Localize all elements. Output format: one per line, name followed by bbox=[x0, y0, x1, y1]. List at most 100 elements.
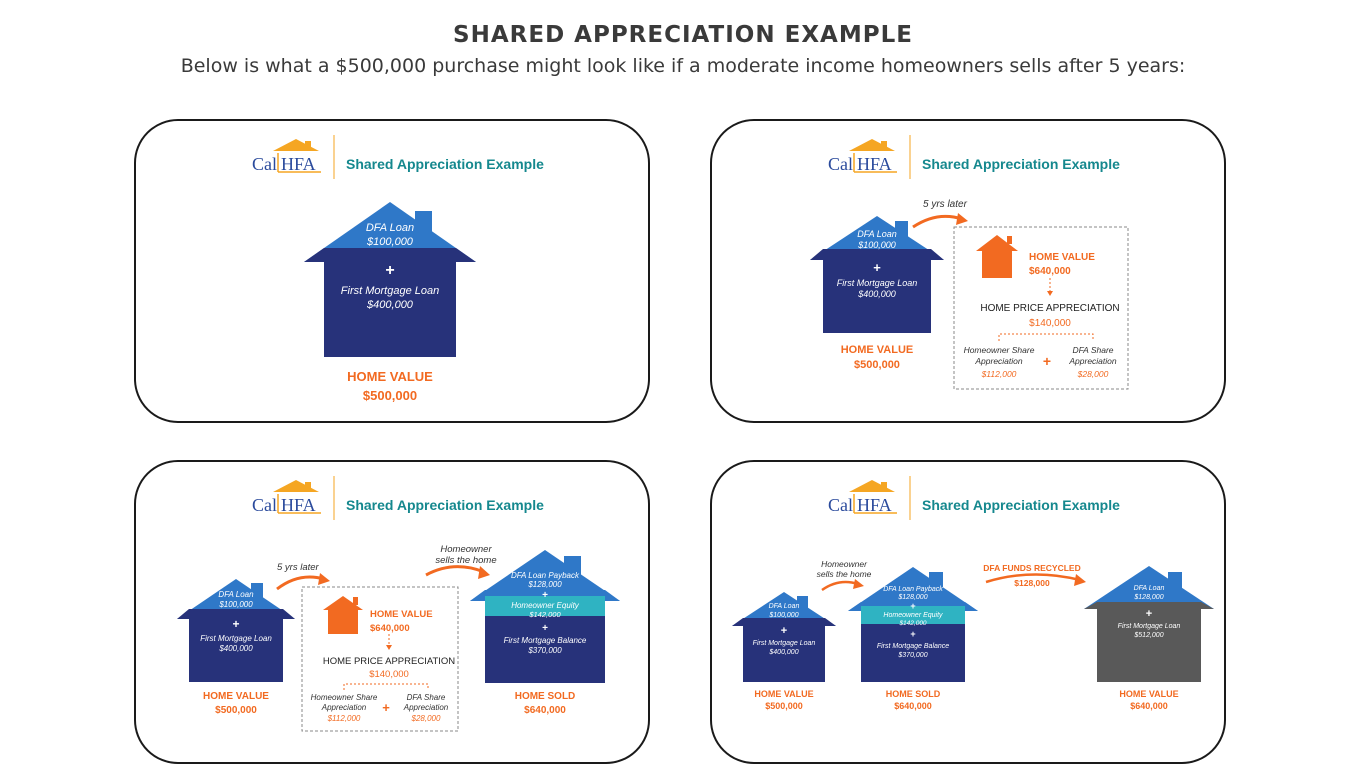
svg-text:DFA Loan: DFA Loan bbox=[769, 603, 800, 610]
svg-text:$400,000: $400,000 bbox=[857, 289, 896, 299]
svg-text:First Mortgage Loan: First Mortgage Loan bbox=[200, 634, 272, 643]
svg-text:First Mortgage Loan: First Mortgage Loan bbox=[837, 278, 918, 288]
svg-text:HOME VALUE: HOME VALUE bbox=[841, 344, 914, 356]
svg-text:HOME VALUE: HOME VALUE bbox=[1119, 689, 1178, 699]
svg-text:+: + bbox=[542, 590, 548, 601]
calhfa-logo: Cal HFA bbox=[252, 480, 321, 515]
svg-text:First Mortgage Balance: First Mortgage Balance bbox=[877, 643, 949, 650]
svg-text:Homeowner Equity: Homeowner Equity bbox=[511, 601, 580, 610]
home-value-label: HOME VALUE bbox=[347, 369, 433, 384]
svg-text:+: + bbox=[873, 260, 881, 275]
house-initial bbox=[732, 592, 836, 682]
svg-text:Homeowner Share: Homeowner Share bbox=[311, 693, 378, 702]
recycled-amount: $128,000 bbox=[1014, 578, 1050, 588]
svg-text:First Mortgage Loan: First Mortgage Loan bbox=[1118, 623, 1181, 630]
svg-text:Homeowner Share: Homeowner Share bbox=[964, 345, 1035, 355]
house-recycled bbox=[1084, 566, 1214, 682]
svg-text:DFA Loan: DFA Loan bbox=[1134, 585, 1165, 592]
svg-text:$400,000: $400,000 bbox=[768, 649, 798, 656]
recycled-label: DFA FUNDS RECYCLED bbox=[983, 563, 1080, 573]
panel-after-5-years: Cal HFA Shared Appreciation Example DFA … bbox=[710, 119, 1226, 423]
mortgage-label: First Mortgage Loan bbox=[341, 285, 439, 297]
svg-text:Homeowner: Homeowner bbox=[821, 559, 868, 569]
svg-text:+: + bbox=[1043, 353, 1051, 369]
svg-text:$640,000: $640,000 bbox=[1130, 701, 1168, 711]
house-initial bbox=[810, 216, 944, 333]
svg-text:Appreciation: Appreciation bbox=[403, 703, 449, 712]
svg-text:$500,000: $500,000 bbox=[854, 359, 900, 371]
svg-text:$500,000: $500,000 bbox=[765, 701, 803, 711]
house-sold bbox=[470, 550, 620, 683]
svg-text:+: + bbox=[781, 625, 787, 637]
house-small-orange bbox=[323, 596, 363, 634]
svg-text:DFA Loan Payback: DFA Loan Payback bbox=[511, 571, 580, 580]
svg-text:$370,000: $370,000 bbox=[527, 646, 562, 655]
svg-text:$100,000: $100,000 bbox=[768, 612, 798, 619]
plus-sign: + bbox=[385, 262, 394, 279]
svg-text:HOME VALUE: HOME VALUE bbox=[1029, 252, 1095, 263]
svg-text:DFA Share: DFA Share bbox=[407, 693, 446, 702]
svg-text:$640,000: $640,000 bbox=[1029, 266, 1071, 277]
svg-text:$512,000: $512,000 bbox=[1133, 632, 1163, 639]
svg-text:HFA: HFA bbox=[857, 154, 892, 174]
page-subtitle: Below is what a $500,000 purchase might … bbox=[180, 55, 1186, 77]
svg-text:HFA: HFA bbox=[281, 154, 316, 174]
svg-text:$28,000: $28,000 bbox=[1077, 369, 1109, 379]
svg-text:sells the home: sells the home bbox=[817, 569, 872, 579]
svg-text:$142,000: $142,000 bbox=[898, 620, 926, 627]
svg-text:HFA: HFA bbox=[857, 495, 892, 515]
house-initial bbox=[304, 202, 476, 357]
panel-title: Shared Appreciation Example bbox=[346, 497, 544, 513]
house-initial bbox=[177, 579, 295, 682]
svg-text:First Mortgage Loan: First Mortgage Loan bbox=[753, 640, 816, 647]
svg-text:$140,000: $140,000 bbox=[1029, 318, 1071, 329]
svg-text:$112,000: $112,000 bbox=[981, 369, 1017, 379]
appreciation-box bbox=[953, 226, 1129, 390]
svg-text:$112,000: $112,000 bbox=[327, 714, 361, 723]
svg-text:$500,000: $500,000 bbox=[215, 705, 257, 716]
mortgage-amount: $400,000 bbox=[366, 299, 414, 311]
svg-text:DFA Loan: DFA Loan bbox=[218, 590, 254, 599]
panel-initial-purchase: Cal HFA Shared Appreciation Example DFA … bbox=[134, 119, 650, 423]
calhfa-logo: Cal HFA bbox=[828, 139, 897, 174]
svg-text:DFA Loan: DFA Loan bbox=[857, 229, 897, 239]
appreciation-box bbox=[301, 586, 459, 732]
calhfa-logo: Cal HFA bbox=[252, 139, 321, 174]
svg-text:HOME VALUE: HOME VALUE bbox=[754, 689, 813, 699]
svg-text:sells the home: sells the home bbox=[435, 555, 496, 566]
svg-text:Homeowner: Homeowner bbox=[440, 544, 492, 555]
house-sold bbox=[848, 567, 978, 682]
arrow bbox=[912, 214, 963, 229]
svg-text:$28,000: $28,000 bbox=[411, 714, 441, 723]
svg-text:5 yrs later: 5 yrs later bbox=[277, 562, 320, 573]
svg-text:$142,000: $142,000 bbox=[528, 610, 561, 619]
svg-text:$100,000: $100,000 bbox=[857, 240, 896, 250]
svg-text:$100,000: $100,000 bbox=[218, 600, 253, 609]
house-small-orange bbox=[976, 235, 1018, 278]
calhfa-logo: Cal HFA bbox=[828, 480, 897, 515]
svg-text:HOME SOLD: HOME SOLD bbox=[886, 689, 941, 699]
svg-text:+: + bbox=[382, 700, 390, 715]
page-title: SHARED APPRECIATION EXAMPLE bbox=[453, 22, 913, 48]
svg-text:HOME SOLD: HOME SOLD bbox=[515, 691, 576, 702]
svg-text:Cal: Cal bbox=[252, 495, 277, 515]
svg-text:Appreciation: Appreciation bbox=[974, 356, 1023, 366]
panel-title: Shared Appreciation Example bbox=[922, 156, 1120, 172]
later-label: 5 yrs later bbox=[923, 199, 968, 210]
panel-funds-recycled: Cal HFA Shared Appreciation Example DFA … bbox=[710, 460, 1226, 764]
svg-text:$140,000: $140,000 bbox=[369, 669, 409, 680]
svg-text:+: + bbox=[232, 617, 239, 631]
panel-title: Shared Appreciation Example bbox=[922, 497, 1120, 513]
svg-text:$128,000: $128,000 bbox=[897, 594, 927, 601]
svg-text:Cal: Cal bbox=[828, 154, 853, 174]
svg-text:$128,000: $128,000 bbox=[527, 580, 562, 589]
svg-text:HOME VALUE: HOME VALUE bbox=[370, 609, 433, 620]
svg-text:+: + bbox=[542, 623, 548, 634]
svg-text:Appreciation: Appreciation bbox=[1068, 356, 1117, 366]
svg-text:DFA Share: DFA Share bbox=[1072, 345, 1113, 355]
svg-text:HOME PRICE APPRECIATION: HOME PRICE APPRECIATION bbox=[980, 303, 1119, 314]
svg-text:$370,000: $370,000 bbox=[897, 652, 927, 659]
svg-text:Cal: Cal bbox=[828, 495, 853, 515]
home-value: $500,000 bbox=[363, 388, 417, 403]
svg-text:$400,000: $400,000 bbox=[218, 644, 253, 653]
